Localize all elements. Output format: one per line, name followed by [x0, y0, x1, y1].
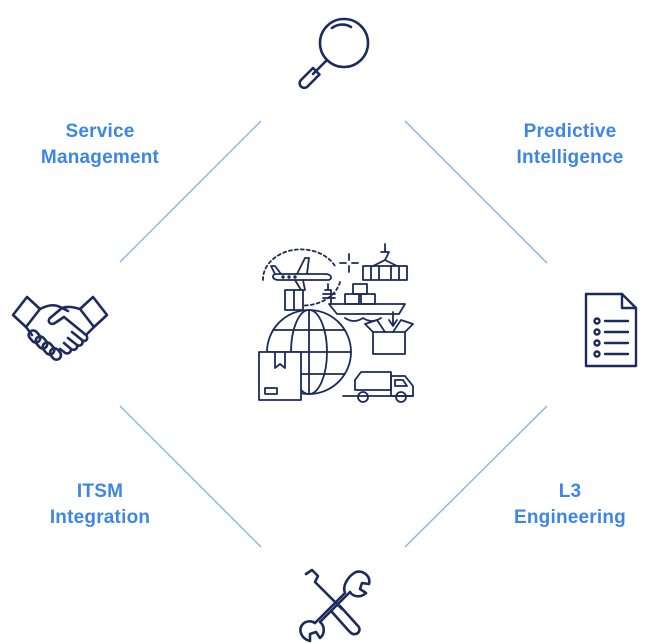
label-line: Predictive [523, 121, 617, 142]
magnifying-glass-icon [293, 10, 379, 96]
label-line: Management [40, 147, 160, 168]
connector-bottom-right [404, 405, 548, 548]
label-l3-engineering: L3 Engineering [490, 479, 650, 531]
connector-top-left [119, 120, 262, 263]
tools-icon [296, 568, 376, 643]
label-line: Intelligence [516, 147, 624, 168]
label-line: L3 [558, 481, 582, 502]
connector-top-right [404, 120, 548, 264]
logistics-globe-icon [245, 240, 420, 410]
label-line: ITSM [76, 481, 124, 502]
label-predictive-intelligence: Predictive Intelligence [490, 119, 650, 171]
label-line: Engineering [514, 507, 626, 528]
handshake-icon [10, 285, 110, 375]
document-list-icon [580, 290, 640, 370]
label-line: Integration [49, 507, 151, 528]
label-line: Service [65, 121, 135, 142]
label-service-management: Service Management [20, 119, 180, 171]
connector-bottom-left [119, 405, 262, 548]
label-itsm-integration: ITSM Integration [20, 479, 180, 531]
